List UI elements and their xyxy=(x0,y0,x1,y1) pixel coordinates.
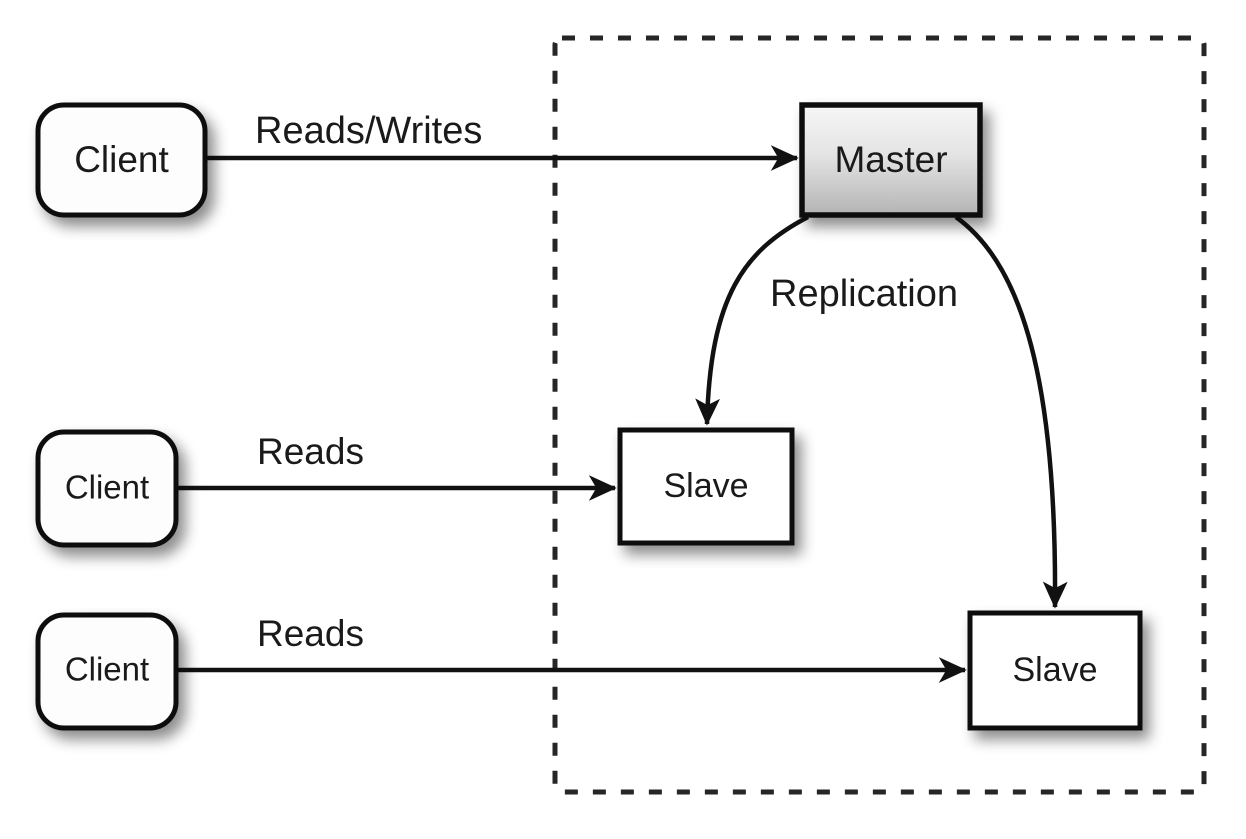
client-bottom-label: Client xyxy=(65,651,149,688)
node-slave-1[interactable]: Slave xyxy=(617,427,795,546)
edge-label-reads-bottom: Reads xyxy=(257,613,364,654)
node-client-bottom[interactable]: Client xyxy=(35,612,179,731)
connector-master-to-slave-2 xyxy=(954,215,1068,609)
slave-2-label: Slave xyxy=(1012,651,1097,689)
client-middle-box[interactable] xyxy=(35,429,179,548)
connector-master-to-slave-1 xyxy=(695,215,810,426)
edge-label-replication: Replication xyxy=(770,273,958,315)
slave-1-label: Slave xyxy=(663,467,748,505)
client-middle-label: Client xyxy=(65,469,149,506)
slave-1-box[interactable] xyxy=(617,427,795,546)
node-client-top[interactable]: Client xyxy=(35,102,208,218)
client-top-box[interactable] xyxy=(35,102,208,218)
database-cluster-boundary xyxy=(552,35,1207,795)
slave-2-box[interactable] xyxy=(967,610,1143,731)
edge-label-reads-middle: Reads xyxy=(257,431,364,472)
master-box[interactable] xyxy=(799,102,983,218)
node-slave-2[interactable]: Slave xyxy=(967,610,1143,731)
edge-label-reads-writes: Reads/Writes xyxy=(255,110,482,152)
master-label: Master xyxy=(834,139,947,180)
node-master[interactable]: Master xyxy=(799,102,983,218)
client-bottom-box[interactable] xyxy=(35,612,179,731)
client-top-label: Client xyxy=(74,139,169,180)
node-client-middle[interactable]: Client xyxy=(35,429,179,548)
